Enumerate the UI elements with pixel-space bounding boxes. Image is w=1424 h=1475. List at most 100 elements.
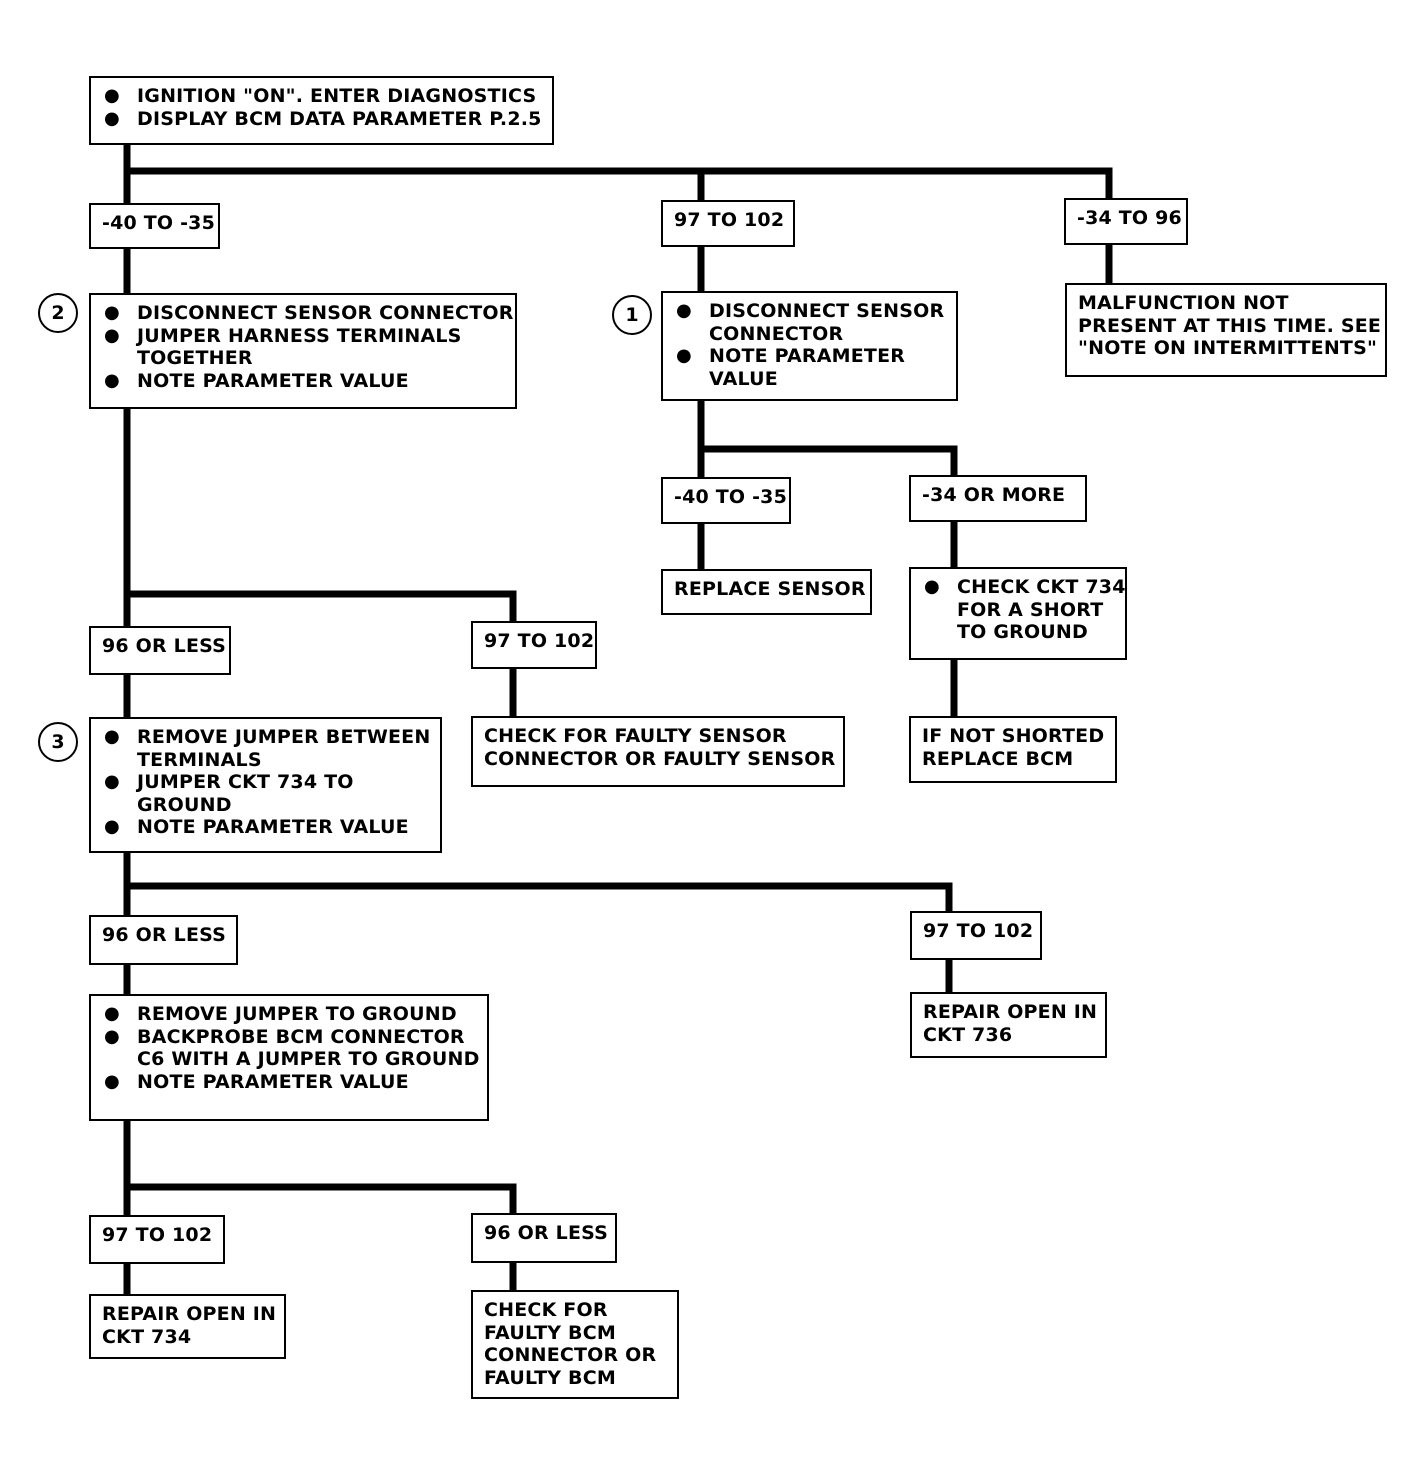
bullet-icon: ●: [104, 324, 120, 346]
start-item-2: ●DISPLAY BCM DATA PARAMETER P.2.5: [102, 108, 552, 131]
step-1-item-2-cont: VALUE: [709, 367, 778, 390]
step-1-result-minus40-to-minus35: -40 TO -35: [661, 477, 791, 524]
step-3-item-1-text: REMOVE JUMPER BETWEEN: [137, 726, 431, 748]
step-number-text: 2: [51, 302, 65, 324]
branch-label: 96 OR LESS: [102, 924, 227, 946]
step-2-box: ● DISCONNECT SENSOR CONNECTOR ●JUMPER HAR…: [89, 293, 517, 409]
branch-label: 97 TO 102: [484, 630, 595, 652]
bullet-icon: ●: [104, 302, 120, 323]
branch-label: 97 TO 102: [923, 920, 1034, 942]
faulty-bcm-line-3: CONNECTOR OR: [484, 1344, 657, 1366]
check-ckt-734-line-2: FOR A SHORT: [957, 598, 1104, 621]
bullet-icon: ●: [104, 369, 120, 391]
step-3-item-1-cont: TERMINALS: [137, 748, 262, 771]
step-3-item-2-text: JUMPER CKT 734 TO: [137, 771, 354, 793]
step-1-result-minus34-or-more: -34 OR MORE: [909, 475, 1087, 522]
step-4-item-3-text: NOTE PARAMETER VALUE: [137, 1070, 409, 1093]
branch-label: 96 OR LESS: [102, 635, 227, 657]
repair-ckt-736-line-1: REPAIR OPEN IN: [923, 1001, 1098, 1023]
step-3-result-97-to-102: 97 TO 102: [910, 911, 1042, 960]
bullet-icon: ●: [104, 771, 120, 792]
step-1-box: ● DISCONNECT SENSOR CONNECTOR ● NOTE PARAM…: [661, 291, 958, 401]
bullet-icon: ●: [924, 576, 940, 597]
not-shorted-box: IF NOT SHORTED REPLACE BCM: [909, 716, 1117, 783]
step-1-item-1-cont: CONNECTOR: [709, 322, 844, 345]
branch-97-to-102: 97 TO 102: [661, 200, 795, 247]
step-3-item-2-cont: GROUND: [137, 793, 232, 816]
malfunction-box: MALFUNCTION NOT PRESENT AT THIS TIME. SE…: [1065, 283, 1387, 377]
step-1-item-2: ● NOTE PARAMETER: [674, 345, 956, 368]
branch-label: 97 TO 102: [674, 209, 785, 231]
bullet-icon: ●: [104, 1070, 120, 1092]
check-ckt-734-line-3: TO GROUND: [957, 621, 1089, 643]
check-ckt-734-box: ● CHECK CKT 734 FOR A SHORT TO GROUND: [909, 567, 1127, 660]
bullet-icon: ●: [104, 1003, 120, 1024]
branch-label: -40 TO -35: [102, 212, 215, 234]
step-4-item-2-cont: C6 WITH A JUMPER TO GROUND: [137, 1048, 480, 1070]
bullet-icon: ●: [104, 1025, 120, 1047]
start-box: ● IGNITION "ON". ENTER DIAGNOSTICS ●DISPL…: [89, 76, 554, 145]
step-4-result-97-to-102: 97 TO 102: [89, 1215, 225, 1264]
bullet-icon: ●: [104, 726, 120, 747]
step-2-item-1-text: DISCONNECT SENSOR CONNECTOR: [137, 302, 514, 324]
step-4-result-96-or-less: 96 OR LESS: [471, 1213, 617, 1263]
step-4-item-1: ●REMOVE JUMPER TO GROUND: [102, 1003, 487, 1026]
repair-ckt-734-line-2: CKT 734: [102, 1325, 192, 1348]
replace-sensor-box: REPLACE SENSOR: [661, 569, 872, 615]
faulty-bcm-box: CHECK FOR FAULTY BCM CONNECTOR OR FAULTY…: [471, 1290, 679, 1399]
step-2-item-1: ● DISCONNECT SENSOR CONNECTOR: [102, 302, 515, 325]
faulty-sensor-line-1: CHECK FOR FAULTY SENSOR: [484, 725, 787, 747]
step-number-text: 1: [625, 304, 639, 326]
step-3-item-3: ● NOTE PARAMETER VALUE: [102, 816, 440, 839]
step-4-item-2: ● BACKPROBE BCM CONNECTOR: [102, 1026, 487, 1049]
step-1-item-1: ● DISCONNECT SENSOR: [674, 300, 956, 323]
step-3-item-1: ● REMOVE JUMPER BETWEEN: [102, 726, 440, 749]
not-shorted-line-1: IF NOT SHORTED: [922, 725, 1105, 747]
step-2-item-2-cont: TOGETHER: [137, 347, 253, 369]
step-3-number: 3: [38, 722, 78, 762]
step-2-result-97-to-102: 97 TO 102: [471, 621, 597, 669]
step-4-box: ●REMOVE JUMPER TO GROUND ● BACKPROBE BCM …: [89, 994, 489, 1121]
check-ckt-734-item: ● CHECK CKT 734: [922, 576, 1125, 599]
step-2-item-3-text: NOTE PARAMETER VALUE: [137, 369, 409, 392]
step-4-item-2-text: BACKPROBE BCM CONNECTOR: [137, 1025, 465, 1048]
step-4-item-3: ● NOTE PARAMETER VALUE: [102, 1071, 487, 1094]
step-3-item-3-text: NOTE PARAMETER VALUE: [137, 816, 409, 838]
check-ckt-734-line-1: CHECK CKT 734: [957, 576, 1126, 598]
faulty-bcm-line-4: FAULTY BCM: [484, 1366, 616, 1389]
bullet-icon: ●: [676, 345, 692, 366]
branch-label: 97 TO 102: [102, 1224, 213, 1246]
step-2-item-2: ●JUMPER HARNESS TERMINALS: [102, 325, 515, 348]
branch-label: -34 OR MORE: [922, 484, 1066, 506]
step-3-result-96-or-less: 96 OR LESS: [89, 915, 238, 965]
branch-minus34-to-96: -34 TO 96: [1064, 198, 1188, 245]
branch-label: 96 OR LESS: [484, 1222, 609, 1244]
step-2-result-96-or-less: 96 OR LESS: [89, 626, 231, 675]
start-text-1: IGNITION "ON". ENTER DIAGNOSTICS: [137, 85, 537, 107]
faulty-sensor-line-2: CONNECTOR OR FAULTY SENSOR: [484, 747, 836, 770]
step-3-box: ● REMOVE JUMPER BETWEEN TERMINALS ● JUMPER…: [89, 717, 442, 853]
bullet-icon: ●: [104, 816, 120, 837]
repair-ckt-734-box: REPAIR OPEN IN CKT 734: [89, 1294, 286, 1359]
malfunction-line-1: MALFUNCTION NOT: [1078, 292, 1289, 314]
step-1-number: 1: [612, 295, 652, 335]
step-number-text: 3: [51, 731, 65, 753]
start-text-2: DISPLAY BCM DATA PARAMETER P.2.5: [137, 107, 542, 130]
malfunction-line-3: "NOTE ON INTERMITTENTS": [1078, 337, 1378, 359]
faulty-sensor-box: CHECK FOR FAULTY SENSOR CONNECTOR OR FAU…: [471, 716, 845, 787]
repair-ckt-734-line-1: REPAIR OPEN IN: [102, 1303, 277, 1325]
bullet-icon: ●: [676, 300, 692, 321]
start-item-1: ● IGNITION "ON". ENTER DIAGNOSTICS: [102, 85, 552, 108]
repair-ckt-736-box: REPAIR OPEN IN CKT 736: [910, 992, 1107, 1058]
faulty-bcm-line-1: CHECK FOR: [484, 1299, 608, 1321]
step-2-item-3: ● NOTE PARAMETER VALUE: [102, 370, 515, 393]
step-2-number: 2: [38, 293, 78, 333]
faulty-bcm-line-2: FAULTY BCM: [484, 1321, 616, 1344]
not-shorted-line-2: REPLACE BCM: [922, 747, 1074, 770]
bullet-icon: ●: [104, 85, 120, 106]
step-1-item-2-text: NOTE PARAMETER: [709, 345, 906, 367]
step-1-item-1-text: DISCONNECT SENSOR: [709, 300, 945, 322]
branch-label: -34 TO 96: [1077, 207, 1182, 229]
replace-sensor-text: REPLACE SENSOR: [674, 578, 866, 600]
